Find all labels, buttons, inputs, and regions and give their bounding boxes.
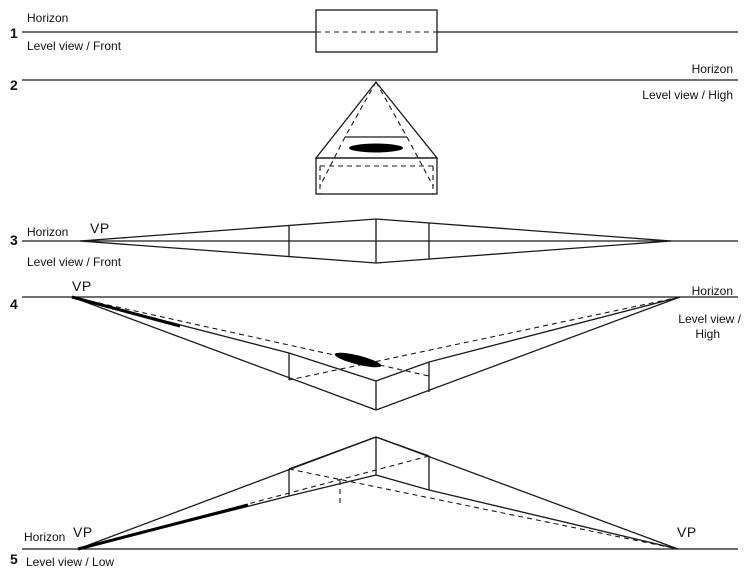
figure-1-view-label: Level view / Front xyxy=(27,39,122,53)
figure-1-box-front xyxy=(315,9,438,53)
figure-4-ray-right-bottom xyxy=(375,296,681,411)
figure-2-hidden-ray-left xyxy=(344,81,377,138)
figure-5-horizon-label: Horizon xyxy=(24,530,66,544)
figure-5-hidden-ray-right xyxy=(77,455,430,550)
figure-2-hidden-edge-right xyxy=(406,136,434,187)
figure-5-drawing xyxy=(22,436,738,551)
figure-2-drawing xyxy=(22,79,738,195)
figure-4-hidden-ray-right xyxy=(288,296,681,381)
figure-1-horizon-label: Horizon xyxy=(27,11,69,25)
figure-4-number: 4 xyxy=(10,296,18,312)
figure-1-drawing xyxy=(22,9,738,53)
figure-1-number: 1 xyxy=(10,25,18,41)
figure-4-top-front-left xyxy=(288,352,377,382)
figure-5-vp-right-label: VP xyxy=(677,524,697,540)
figure-5-view-label: Level view / Low xyxy=(26,555,115,569)
figure-4-hidden-ray-left xyxy=(71,296,430,377)
figure-2-eye-mark xyxy=(349,143,403,153)
figure-4-drawing xyxy=(22,295,738,411)
figure-2-number: 2 xyxy=(10,77,18,93)
figure-5-bottom-right xyxy=(375,474,430,491)
figure-4-vp-label: VP xyxy=(72,278,92,294)
figure-5-number: 5 xyxy=(10,551,18,567)
figure-5-ray-right-bottom xyxy=(428,489,679,550)
figure-2-box-front xyxy=(315,157,438,195)
figure-4-eye-mark xyxy=(334,352,382,368)
figure-5-vp-left-label: VP xyxy=(73,524,93,540)
figure-5-top-left xyxy=(288,436,377,470)
figure-2-horizon-label: Horizon xyxy=(691,62,733,76)
figure-4-heavy-ray xyxy=(71,295,181,328)
figure-5-top-right xyxy=(375,436,430,457)
figure-4-view-label-line1: Level view / xyxy=(678,312,741,326)
figure-5-heavy-ray xyxy=(77,503,249,551)
figure-2-hidden-ray-right xyxy=(375,81,408,138)
figure-3-drawing xyxy=(22,218,738,264)
figure-3-horizon-label: Horizon xyxy=(27,225,69,239)
figure-5-bottom-left xyxy=(288,474,377,497)
figure-3-number: 3 xyxy=(10,232,18,248)
figure-4-view-label-line2: High xyxy=(695,327,720,341)
figure-3-view-label: Level view / Front xyxy=(27,255,122,269)
figure-2-hidden-edge-left xyxy=(319,136,346,187)
figure-4-ray-right-top xyxy=(428,296,681,363)
figure-5-hidden-ray-left xyxy=(288,468,679,550)
figure-4-top-front-right xyxy=(375,361,430,382)
figure-3-vp-label: VP xyxy=(90,220,110,236)
figure-4-horizon-label: Horizon xyxy=(691,284,733,298)
figure-4-ray-left-bottom xyxy=(71,296,377,411)
figure-2-view-label: Level view / High xyxy=(642,88,733,102)
